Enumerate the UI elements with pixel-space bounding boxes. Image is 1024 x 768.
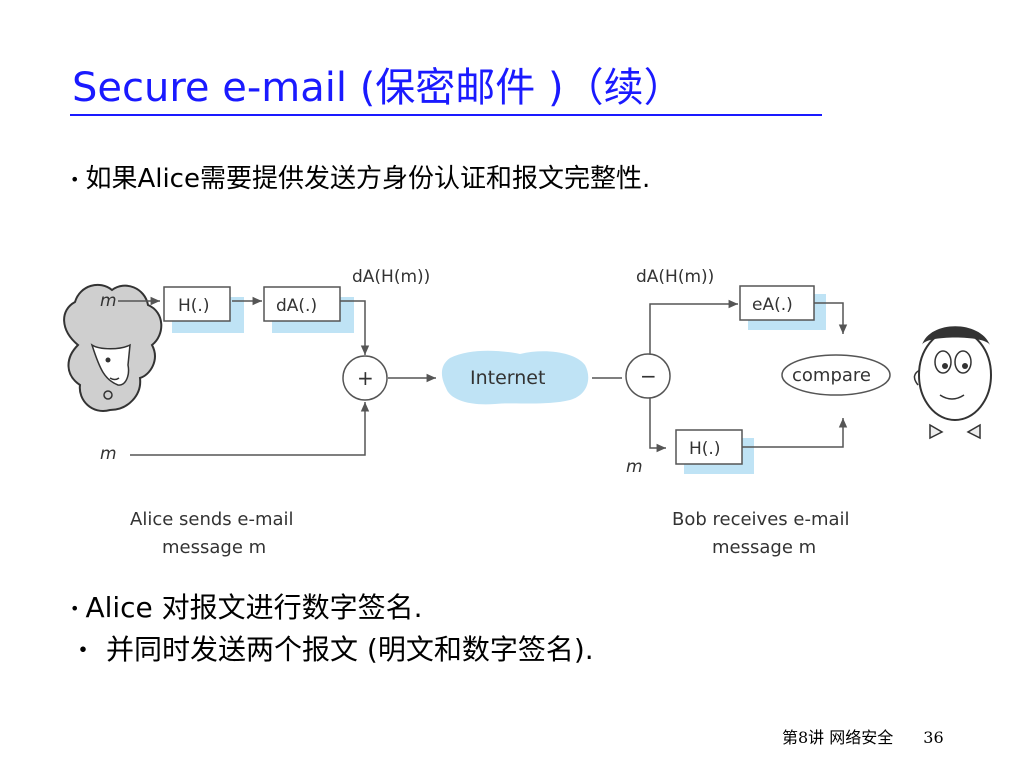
alice-illustration xyxy=(63,283,163,412)
bob-caption-line1: Bob receives e-mail xyxy=(672,509,850,530)
hash-box xyxy=(163,286,231,322)
arrow xyxy=(649,398,666,453)
page-number: 36 xyxy=(923,728,944,747)
plus-circle xyxy=(342,355,388,401)
title-underline xyxy=(70,114,822,116)
bob-hash-box xyxy=(675,429,743,465)
alice-caption-line1: Alice sends e-mail xyxy=(130,509,294,530)
secure-email-diagram: m H(.) dA(.) dA(H(m)) + m Internet − dA(… xyxy=(63,267,992,558)
sign-box xyxy=(263,286,341,322)
minus-symbol: − xyxy=(640,364,657,388)
hash-box-label: H(.) xyxy=(178,296,209,316)
arrow xyxy=(814,302,848,334)
bob-caption-line2: message m xyxy=(712,537,816,558)
bullet-text: 如果Alice需要提供发送方身份认证和报文完整性. xyxy=(85,164,651,194)
arrow xyxy=(130,402,370,456)
sign-box-label: dA(.) xyxy=(276,296,317,316)
verify-box-label: eA(.) xyxy=(752,295,793,315)
bob-illustration xyxy=(913,326,992,440)
signature-label: dA(H(m)) xyxy=(352,267,430,287)
alice-m-bottom: m xyxy=(100,444,117,464)
compare-label: compare xyxy=(792,365,871,386)
bullet-2: • Alice 对报文进行数字签名. xyxy=(70,590,423,627)
footer-lecture: 第8讲 网络安全 xyxy=(782,728,894,747)
slide-title: Secure e-mail (保密邮件 )（续） xyxy=(72,65,684,111)
minus-circle xyxy=(625,353,671,399)
bullet-marker: • xyxy=(70,599,80,618)
arrow xyxy=(340,300,370,355)
bob-hash-box-label: H(.) xyxy=(689,439,720,459)
bullet-marker: ・ xyxy=(70,636,97,666)
plus-symbol: + xyxy=(357,366,374,390)
alice-m-top: m xyxy=(100,291,117,311)
bob-signature-label: dA(H(m)) xyxy=(636,267,714,287)
bullet-1: •如果Alice需要提供发送方身份认证和报文完整性. xyxy=(70,162,650,197)
bullet-text: 并同时发送两个报文 (明文和数字签名). xyxy=(106,633,594,666)
compare-ellipse xyxy=(781,354,891,396)
alice-caption-line2: message m xyxy=(162,537,266,558)
bullet-text: Alice 对报文进行数字签名. xyxy=(85,591,423,624)
arrow xyxy=(649,299,738,354)
internet-label: Internet xyxy=(470,367,545,389)
internet-cloud xyxy=(441,350,589,405)
bullet-marker: • xyxy=(70,169,80,189)
bob-m: m xyxy=(626,457,643,477)
bullet-3: ・并同时发送两个报文 (明文和数字签名). xyxy=(70,632,594,669)
slide-footer: 第8讲 网络安全 36 xyxy=(782,724,944,748)
arrow xyxy=(742,418,848,448)
